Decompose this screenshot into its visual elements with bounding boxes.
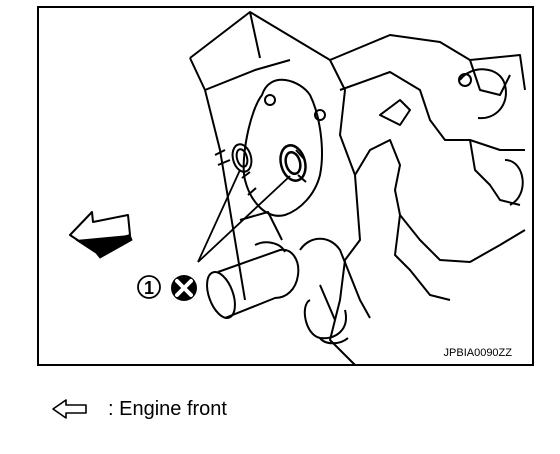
figure-frame: 1 JPBIA0090ZZ [37,6,534,366]
diagram-border [37,6,534,366]
o-ring-upper [231,143,253,173]
callout-leader-lines [197,169,291,263]
engine-diagram: 1 JPBIA0090ZZ [37,6,534,366]
legend: : Engine front [50,394,227,424]
hollow-left-arrow-icon [52,399,87,419]
callout-number: 1 [144,278,154,298]
figure-ref-code: JPBIA0090ZZ [444,347,513,359]
engine-front-arrow-icon [69,211,133,259]
callout-number-badge: 1 [137,275,161,299]
o-ring-lower [279,144,307,182]
x-circle-icon [171,275,197,301]
engine-block-drawing [189,11,526,366]
legend-label: : Engine front [108,397,227,420]
